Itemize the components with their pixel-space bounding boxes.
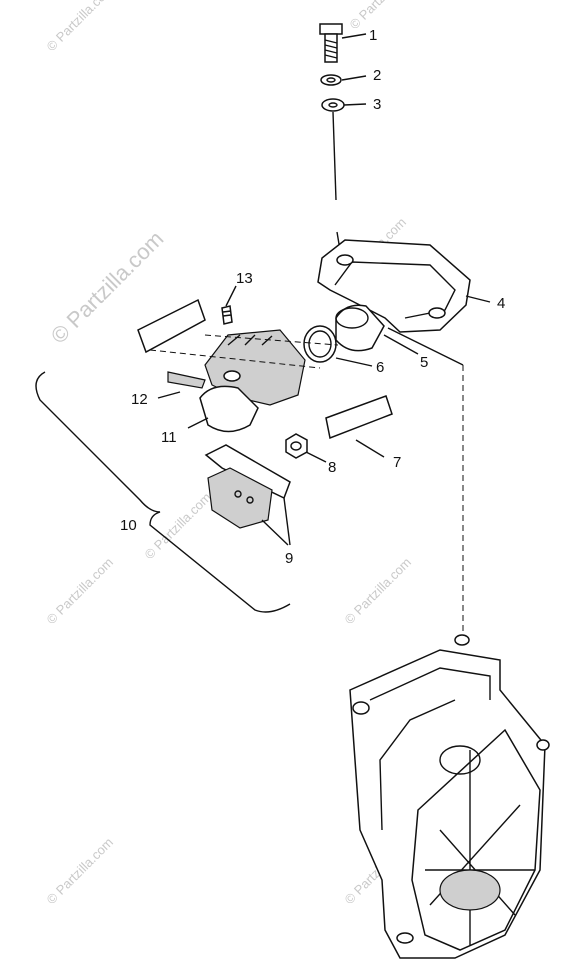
watermark-small: © Partzilla.com (44, 555, 117, 628)
callout-8: 8 (328, 459, 336, 476)
bleeder-screw-part (221, 305, 233, 325)
flat-washer-part (321, 98, 345, 112)
fastener-axis (332, 111, 337, 201)
callout-11: 11 (161, 429, 177, 446)
callout-12: 12 (131, 391, 148, 408)
callout-2: 2 (373, 67, 381, 84)
connection-lines (149, 327, 464, 640)
nut-part (285, 433, 308, 459)
callout-7: 7 (393, 454, 401, 471)
callout-13: 13 (236, 270, 253, 287)
watermark-small: © Partzilla.com (44, 0, 117, 54)
callout-5: 5 (420, 354, 428, 371)
brake-pad-part (204, 444, 291, 529)
caliper-body-part (167, 329, 306, 433)
housing-part (349, 634, 550, 959)
watermark-small: © Partzilla.com (342, 555, 415, 628)
callout-9: 9 (285, 550, 293, 567)
callout-4: 4 (497, 295, 505, 312)
callouts: 1 2 3 4 5 6 7 8 9 10 11 12 13 (120, 27, 505, 567)
watermark-small: © Partzilla.com (44, 835, 117, 908)
piston-part (335, 304, 385, 352)
lock-washer-part (320, 74, 342, 86)
leader-lines (157, 33, 491, 546)
shim-plate-part (137, 298, 393, 440)
callout-10: 10 (120, 517, 137, 534)
watermark-small: © Partzilla.com (347, 0, 420, 32)
bolt-part (319, 23, 343, 63)
watermark-small: © Partzilla.com (142, 490, 215, 563)
bracket-part (317, 239, 471, 333)
callout-6: 6 (376, 359, 384, 376)
callout-3: 3 (373, 96, 381, 113)
callout-1: 1 (369, 27, 377, 44)
assembly-brace (35, 371, 291, 613)
